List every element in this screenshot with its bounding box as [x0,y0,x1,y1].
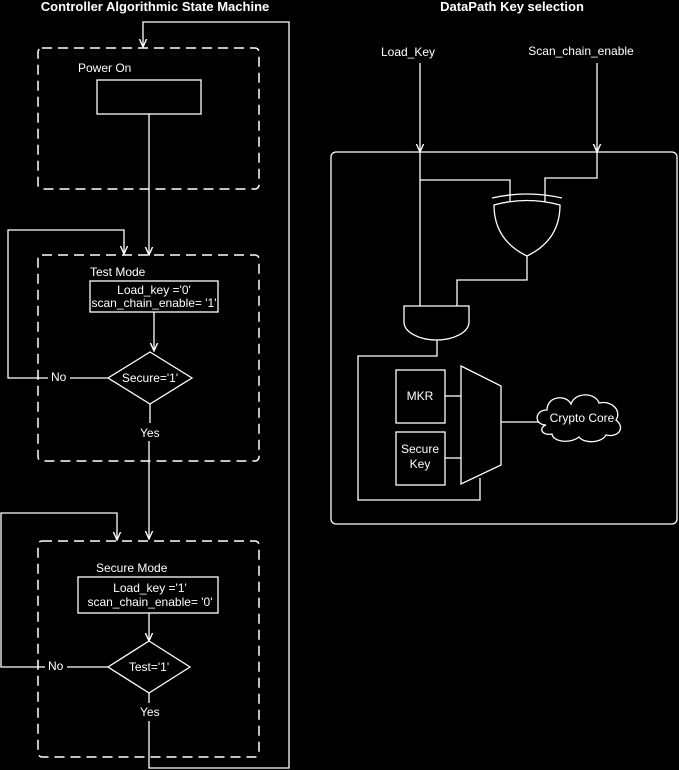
test-mode-action-box [89,280,219,313]
wire-load-key-to-xor [419,152,511,205]
right-panel-title: DataPath Key selection [440,0,584,14]
secure-yes-label: Yes [140,705,160,719]
crypto-core-label: Crypto Core [550,411,615,425]
secure-decision-label: Secure='1' [122,371,178,385]
wire-scan-to-xor [544,152,598,205]
secure-key-label-line1: Secure [401,442,439,456]
scan-chain-input-label: Scan_chain_enable [528,44,634,58]
crypto-core-cloud [536,394,622,443]
secure-mode-action-line2: scan_chain_enable= '0' [87,595,212,609]
test-mode-label: Test Mode [90,265,146,279]
datapath-frame [330,151,678,525]
load-key-input-label: Load_Key [381,45,435,59]
test-no-label: No [51,370,67,384]
secure-no-label: No [48,659,64,673]
no-label-bg-1 [48,369,70,383]
arrow-secure-yes-to-power-on [143,21,290,769]
wire-xor-to-and [456,256,528,306]
mkr-register [395,369,446,424]
test-mode-action-line2: scan_chain_enable= '1' [91,296,216,310]
power-on-action-box [96,79,202,115]
mkr-label: MKR [407,389,434,403]
secure-key-label-line2: Key [410,457,431,471]
power-on-label: Power On [78,61,131,75]
arrow-secure-no-loop [0,512,117,668]
arrow-test-no-loop [7,229,124,379]
secure-key-register [395,431,446,486]
xor-gate [493,199,561,257]
wire-and-to-mux-select [357,340,481,501]
and-gate [403,305,470,341]
secure-mode-label: Secure Mode [96,561,168,575]
left-panel-title: Controller Algorithmic State Machine [41,0,270,14]
no-label-bg-2 [45,658,67,672]
key-multiplexer [460,364,502,486]
secure-mode-action-box [77,576,219,614]
test-yes-label: Yes [140,426,160,440]
xor-gate-back-curve [491,193,563,199]
secure-mode-action-line1: Load_key ='1' [113,581,187,595]
secure-mode-state-frame [37,540,260,758]
test-mode-action-line1: Load_key ='0' [117,283,191,297]
test-decision-label: Test='1' [129,660,169,674]
